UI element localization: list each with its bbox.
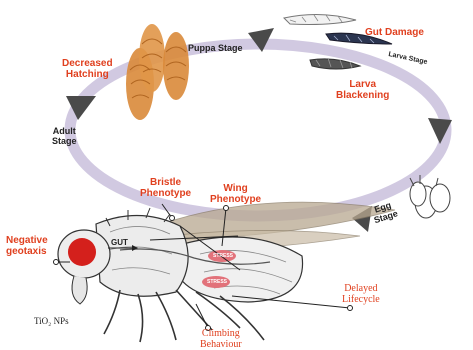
larva-blackening-label: Larva Blackening <box>336 79 389 101</box>
gut-damage-label: Gut Damage <box>365 27 424 38</box>
wing-phenotype-label: Wing Phenotype <box>210 183 261 205</box>
fly-illustration <box>58 202 395 342</box>
adult-stage-label: Adult Stage <box>52 126 77 146</box>
stress-label-2: STRESS <box>207 279 227 285</box>
stress-label-1: STRESS <box>213 253 233 259</box>
gut-label: GUT <box>111 238 128 247</box>
puppa-stage-label: Puppa Stage <box>188 43 243 53</box>
decreased-hatching-label: Decreased Hatching <box>62 58 113 80</box>
bristle-phenotype-label: Bristle Phenotype <box>140 177 191 199</box>
climbing-behaviour-label: Climbing Behaviour <box>200 328 242 350</box>
fly-eye <box>68 238 96 266</box>
pupae-illustration <box>126 24 189 120</box>
negative-geotaxis-label: Negative geotaxis <box>6 235 48 257</box>
tio2-nps-label: TiO₂ NPs <box>34 316 69 326</box>
delayed-lifecycle-label: Delayed Lifecycle <box>342 283 380 305</box>
